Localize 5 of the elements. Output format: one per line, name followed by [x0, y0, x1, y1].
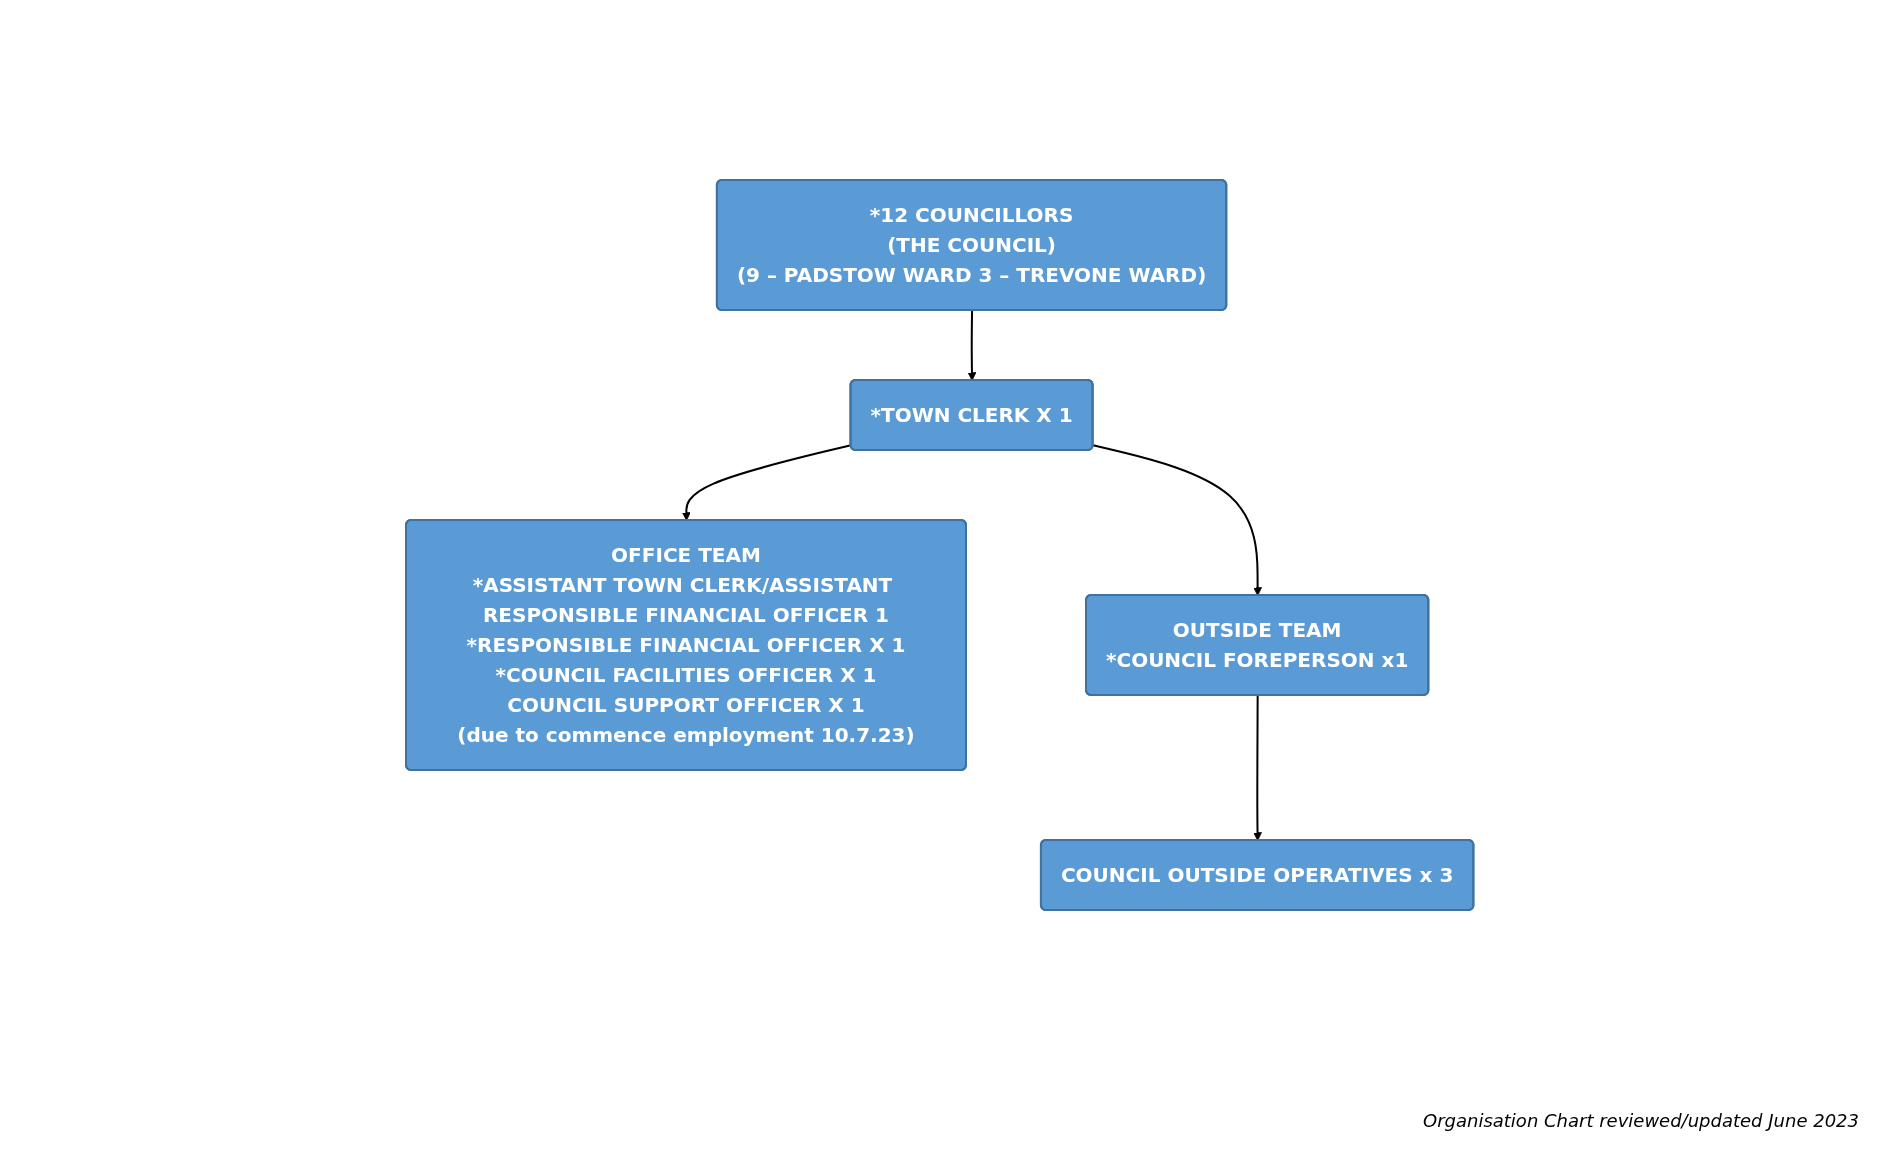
arrow: [1091, 444, 1262, 596]
arrow: [967, 309, 977, 381]
note-text: Organisation Chart reviewed/updated June 2023: [1422, 1110, 1859, 1131]
arrow: [1252, 694, 1262, 841]
arrow: [681, 444, 852, 521]
